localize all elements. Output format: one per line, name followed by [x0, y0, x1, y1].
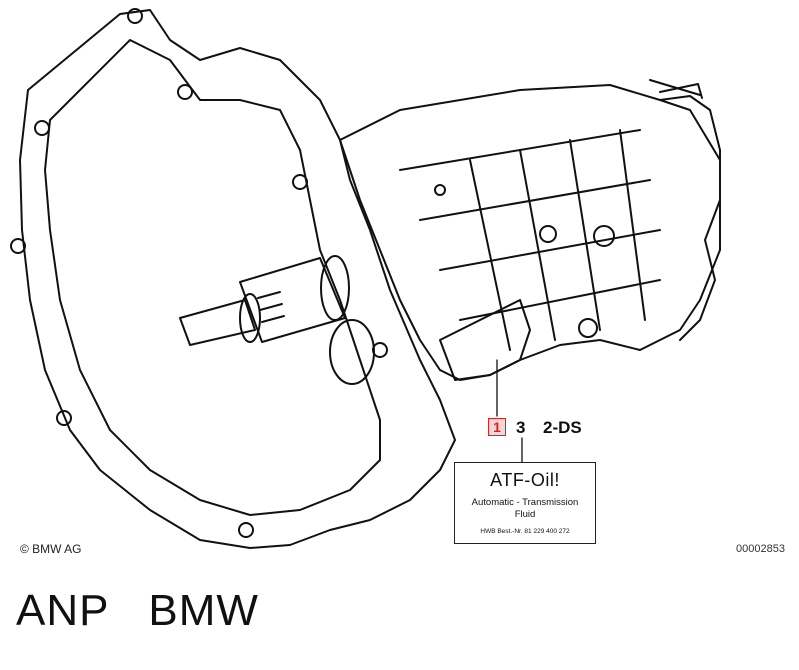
bell-housing-outline: [19, 9, 456, 549]
atf-oil-label: ATF-Oil! Automatic - Transmission Fluid …: [454, 462, 596, 544]
output-housing: [659, 95, 721, 341]
callout-part-2ds[interactable]: 2-DS: [543, 418, 582, 437]
oil-pan: [439, 299, 531, 381]
diagram-id: 00002853: [736, 543, 785, 555]
callout-part-1[interactable]: 1: [488, 418, 506, 436]
transmission-illustration: [10, 8, 721, 549]
callout-part-3[interactable]: 3: [516, 418, 526, 437]
bell-housing-rim: [44, 39, 381, 516]
label-part-number: HWB Best.-Nr. 81 229 400 272: [480, 528, 570, 535]
gearbox-case: [339, 84, 721, 381]
label-description-line1: Automatic - Transmission: [471, 497, 579, 508]
label-description-line2: Fluid: [514, 509, 536, 520]
copyright-notice: © BMW AG: [20, 542, 82, 556]
label-title: ATF-Oil!: [490, 470, 560, 490]
input-shaft: [179, 299, 256, 346]
caption: ANP BMW: [16, 586, 259, 635]
